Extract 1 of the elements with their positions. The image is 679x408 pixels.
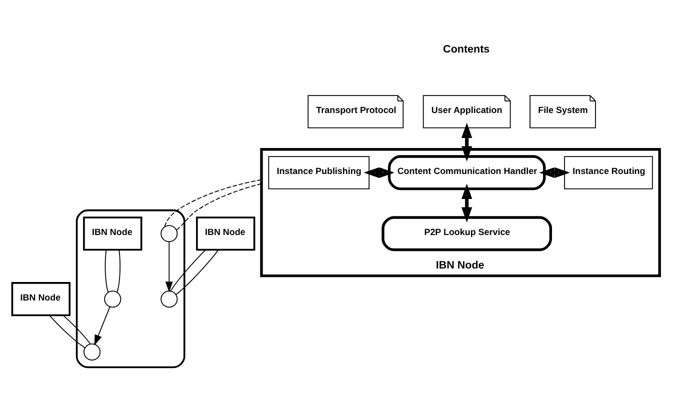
label: Contents [443, 43, 490, 56]
